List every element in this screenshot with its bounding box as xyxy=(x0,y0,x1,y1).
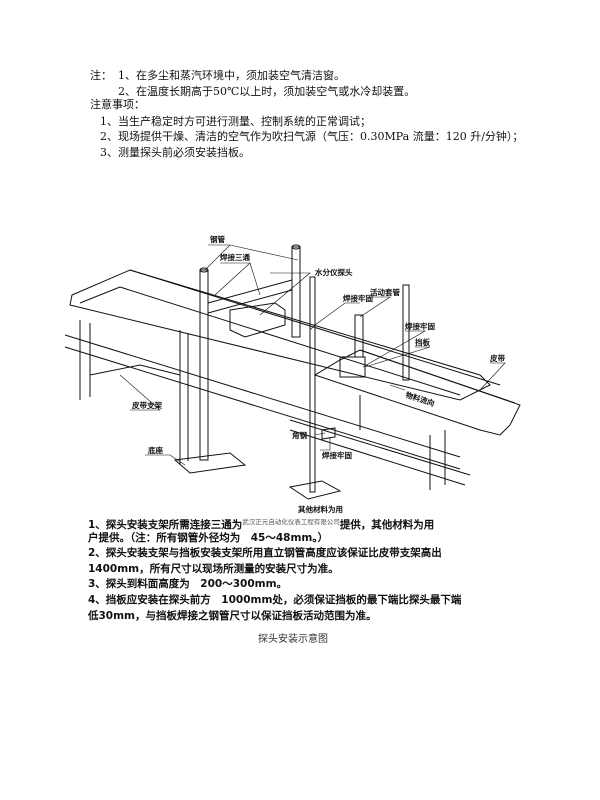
note-2: 2、在温度长期高于50℃以上时，须加装空气或水冷却装置。 xyxy=(118,85,416,98)
label-weld-firm-2: 焊接牢固 xyxy=(405,321,435,331)
label-moisture-probe: 水分仪探头 xyxy=(315,267,353,277)
precautions-title: 注意事项： xyxy=(90,98,145,111)
install-note-1b: 提供，其他材料为用 xyxy=(339,519,435,531)
install-note-line-2: 户提供。（注：所有钢管外径均为 45～48mm。） xyxy=(88,532,329,544)
install-note-line-5: 3、探头到料面高度为 200～300mm。 xyxy=(88,578,288,590)
install-note-line-3: 2、探头安装支架与挡板安装支架所用直立钢管高度应该保证比皮带支架高出 xyxy=(88,547,442,559)
install-note-1a: 1、探头安装支架所需连接三通为 xyxy=(88,519,243,531)
precaution-2: 2、现场提供干燥、清洁的空气作为吹扫气源（气压：0.30MPa 流量：120 升… xyxy=(100,130,524,143)
install-note-line-6: 4、挡板应安装在探头前方 1000mm处，必须保证挡板的最下端比探头最下端 xyxy=(88,594,462,606)
figure-caption: 探头安装示意图 xyxy=(258,634,328,645)
label-weld-tee: 焊接三通 xyxy=(220,252,250,262)
label-belt: 皮带 xyxy=(489,353,505,363)
install-note-line-1: 1、探头安装支架所需连接三通为武汉正元自动化仪表工程有限公司提供，其他材料为用 xyxy=(88,515,434,532)
notes-prefix: 注： xyxy=(90,69,112,82)
label-sleeve: 活动套管 xyxy=(370,287,400,297)
precaution-3: 3、测量探头前必须安装挡板。 xyxy=(100,146,250,159)
label-steel-pipe: 钢管 xyxy=(210,234,225,244)
label-weld-firm-3: 焊接牢固 xyxy=(322,450,352,460)
label-weld-firm-1: 焊接牢固 xyxy=(343,293,373,303)
label-other-materials: 其他材料为用 xyxy=(298,504,343,514)
install-note-line-7: 低30mm，与挡板焊接之钢管尺寸以保证挡板活动范围为准。 xyxy=(88,610,377,622)
company-name: 武汉正元自动化仪表工程有限公司 xyxy=(242,518,340,526)
label-angle-steel: 角钢 xyxy=(292,430,307,440)
precaution-1: 1、当生产稳定时方可进行测量、控制系统的正常调试； xyxy=(100,115,371,128)
install-note-line-4: 1400mm，所有尺寸以现场所测量的安装尺寸为准。 xyxy=(88,563,339,575)
label-base: 底座 xyxy=(148,445,163,455)
label-belt-direction: 物料流向 xyxy=(404,389,436,408)
label-belt-support: 皮带支架 xyxy=(131,400,162,410)
probe-installation-drawing: 钢管 焊接三通 水分仪探头 焊接牢固 活动套管 焊接牢固 挡板 皮带 物料流向 … xyxy=(64,234,521,514)
label-baffle: 挡板 xyxy=(415,337,430,347)
note-1: 1、在多尘和蒸汽环境中，须加装空气清洁窗。 xyxy=(118,69,345,82)
